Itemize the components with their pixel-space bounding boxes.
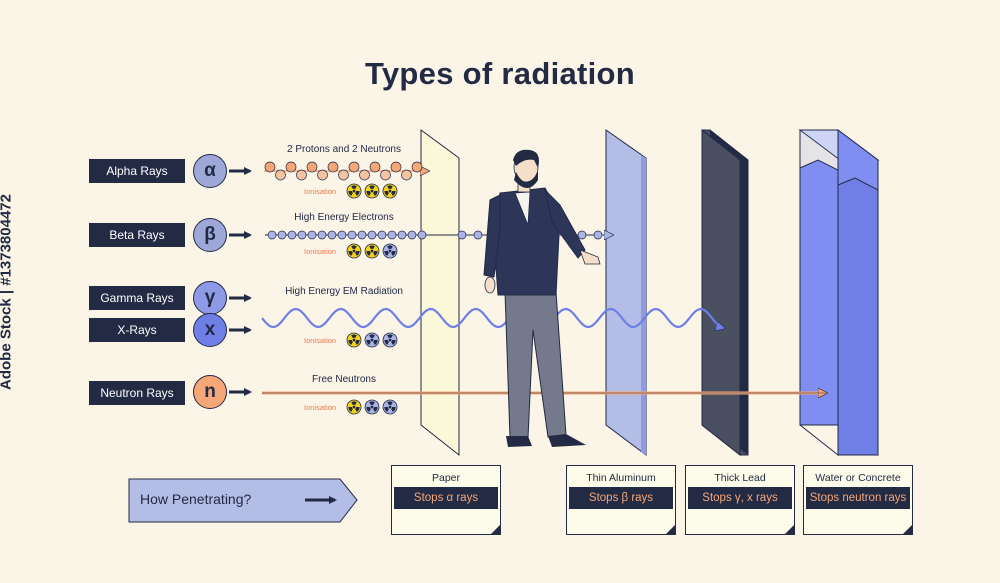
alpha-particle [411, 161, 423, 173]
card-paper-stops: Stops α rays [394, 487, 498, 509]
alpha-particle [359, 169, 370, 181]
beta-electron [407, 230, 417, 240]
ray-label-neutron: Neutron Rays [89, 381, 185, 405]
alpha-particle [275, 169, 286, 181]
beta-electron [377, 230, 387, 240]
gamma-ionisation-label: Ionisation [304, 336, 337, 345]
neutron-ionisation-label: Ionisation [304, 403, 337, 412]
beta-ionisation-label: Ionisation [304, 247, 337, 256]
alpha-symbol: α [193, 154, 227, 188]
radiation-icon [382, 243, 398, 259]
alpha-ionisation-label: Ionisation [304, 187, 337, 196]
beta-electron [593, 230, 603, 240]
card-thin-aluminum: Thin Aluminum Stops β rays [566, 465, 676, 535]
radiation-icon [382, 332, 398, 348]
card-thick-lead: Thick Lead Stops γ, x rays [685, 465, 795, 535]
beta-electron [277, 230, 287, 240]
radiation-icon [364, 183, 380, 199]
beta-electron [297, 230, 307, 240]
radiation-icon [364, 399, 380, 415]
card-fold [490, 524, 501, 535]
radiation-icon [346, 183, 362, 199]
radiation-icon [364, 243, 380, 259]
beta-electron [457, 230, 467, 240]
beta-electron [307, 230, 317, 240]
beta-caption: High Energy Electrons [294, 212, 394, 223]
alpha-particle [296, 169, 307, 181]
alpha-particle [285, 161, 297, 173]
alpha-particle [369, 161, 381, 173]
alpha-particle [317, 169, 328, 181]
ray-label-xray: X-Rays [89, 318, 185, 342]
radiation-icon [364, 332, 380, 348]
beta-electron [387, 230, 397, 240]
beta-electron [473, 230, 483, 240]
beta-electron [337, 230, 347, 240]
alpha-particle [401, 169, 412, 181]
how-penetrating-banner [128, 478, 358, 523]
person-figure [483, 149, 601, 447]
card-aluminum-title: Thin Aluminum [586, 472, 656, 484]
ray-label-alpha: Alpha Rays [89, 159, 185, 183]
beta-electron [287, 230, 297, 240]
aluminum-barrier [605, 129, 647, 456]
beta-electron [267, 230, 277, 240]
card-water-concrete: Water or Concrete Stops neutron rays [803, 465, 913, 535]
neutron-caption: Free Neutrons [312, 374, 376, 385]
beta-electron [367, 230, 377, 240]
beta-electron [577, 230, 587, 240]
alpha-particle [380, 169, 391, 181]
radiation-icon [382, 399, 398, 415]
radiation-icon [346, 332, 362, 348]
card-lead-title: Thick Lead [714, 472, 766, 484]
ray-label-beta: Beta Rays [89, 223, 185, 247]
card-paper-title: Paper [431, 472, 461, 484]
alpha-particle [306, 161, 318, 173]
beta-electron [357, 230, 367, 240]
radiation-icon [346, 399, 362, 415]
gamma-symbol: γ [193, 281, 227, 315]
gamma-wave-arrowhead [716, 326, 724, 328]
beta-electron [397, 230, 407, 240]
card-lead-stops: Stops γ, x rays [688, 487, 792, 509]
card-fold [665, 524, 676, 535]
beta-electron [327, 230, 337, 240]
alpha-particle [327, 161, 339, 173]
radiation-icon [382, 183, 398, 199]
card-water-stops: Stops neutron rays [806, 487, 910, 509]
beta-electron [317, 230, 327, 240]
how-penetrating-label: How Penetrating? [140, 491, 252, 507]
ray-label-gamma: Gamma Rays [89, 286, 185, 310]
alpha-particle [390, 161, 402, 173]
page-title: Types of radiation [364, 56, 636, 91]
alpha-particle [338, 169, 349, 181]
gamma-caption: High Energy EM Radiation [285, 286, 403, 297]
beta-electron [347, 230, 357, 240]
alpha-particle [264, 161, 276, 173]
alpha-caption: 2 Protons and 2 Neutrons [287, 144, 401, 155]
radiation-icon [346, 243, 362, 259]
beta-electron [417, 230, 427, 240]
card-fold [902, 524, 913, 535]
card-fold [784, 524, 795, 535]
paper-barrier [420, 129, 460, 457]
beta-symbol: β [193, 218, 227, 252]
xray-symbol: x [193, 313, 227, 347]
card-paper: Paper Stops α rays [391, 465, 501, 535]
alpha-particle [348, 161, 360, 173]
water-concrete-block [798, 129, 880, 457]
card-water-title: Water or Concrete [815, 472, 901, 484]
lead-barrier [701, 128, 749, 457]
neutron-symbol: n [193, 375, 227, 409]
card-aluminum-stops: Stops β rays [569, 487, 673, 509]
gamma-wave [261, 307, 719, 329]
